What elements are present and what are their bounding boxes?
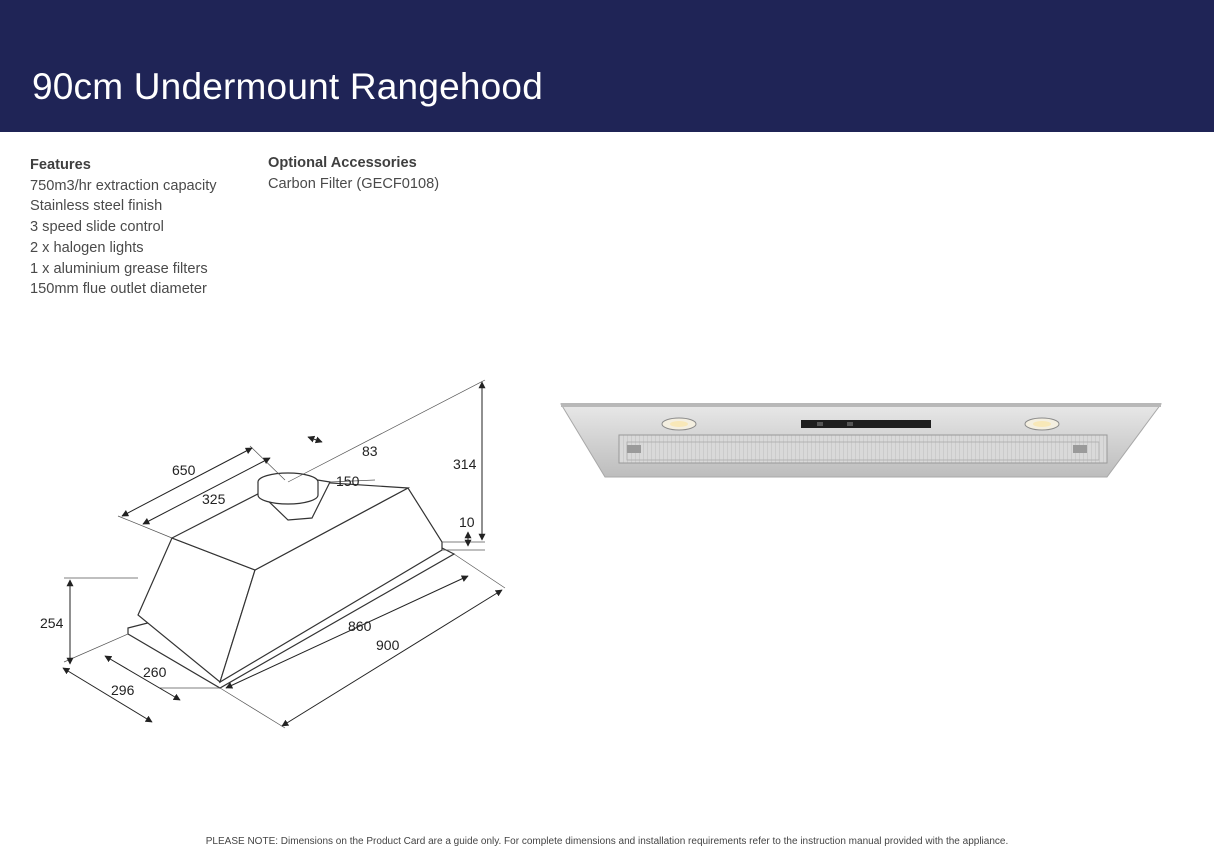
page-title: 90cm Undermount Rangehood <box>32 66 543 107</box>
dim-label-900: 900 <box>376 637 400 653</box>
accessories-list: Carbon Filter (GECF0108) <box>268 174 439 195</box>
feature-item: 150mm flue outlet diameter <box>30 281 207 298</box>
dim-label-314: 314 <box>453 456 477 472</box>
dim-label-296: 296 <box>111 682 135 698</box>
filter-clip-right <box>1073 445 1087 453</box>
features-heading: Features <box>30 157 91 173</box>
feature-item: 1 x aluminium grease filters <box>30 260 208 277</box>
accessory-item: Carbon Filter (GECF0108) <box>268 175 440 192</box>
accessories-heading: Optional Accessories <box>268 155 417 171</box>
features-list: 750m3/hr extraction capacity Stainless s… <box>30 176 217 300</box>
dim-label-254: 254 <box>40 615 64 631</box>
dim-label-83: 83 <box>362 443 378 459</box>
product-image <box>560 403 1162 478</box>
dim-label-260: 260 <box>143 664 167 680</box>
filter-clip-left <box>627 445 641 453</box>
control-panel <box>801 420 931 428</box>
page-header: 90cm Undermount Rangehood <box>0 0 1214 132</box>
dim-label-10: 10 <box>459 514 475 530</box>
feature-item: 750m3/hr extraction capacity <box>30 177 217 194</box>
feature-item: 3 speed slide control <box>30 219 164 236</box>
dim-label-150: 150 <box>336 473 360 489</box>
features-section: Features 750m3/hr extraction capacity St… <box>30 155 217 300</box>
accessories-section: Optional Accessories Carbon Filter (GECF… <box>268 153 439 194</box>
grease-filter <box>618 434 1108 464</box>
dim-label-325: 325 <box>202 491 226 507</box>
dim-label-650: 650 <box>172 462 196 478</box>
footer-note: PLEASE NOTE: Dimensions on the Product C… <box>205 836 1009 847</box>
feature-item: Stainless steel finish <box>30 198 163 215</box>
dimension-diagram: 650 325 83 150 314 10 254 260 296 860 90… <box>40 379 506 729</box>
feature-item: 2 x halogen lights <box>30 239 144 256</box>
dim-label-860: 860 <box>348 618 372 634</box>
